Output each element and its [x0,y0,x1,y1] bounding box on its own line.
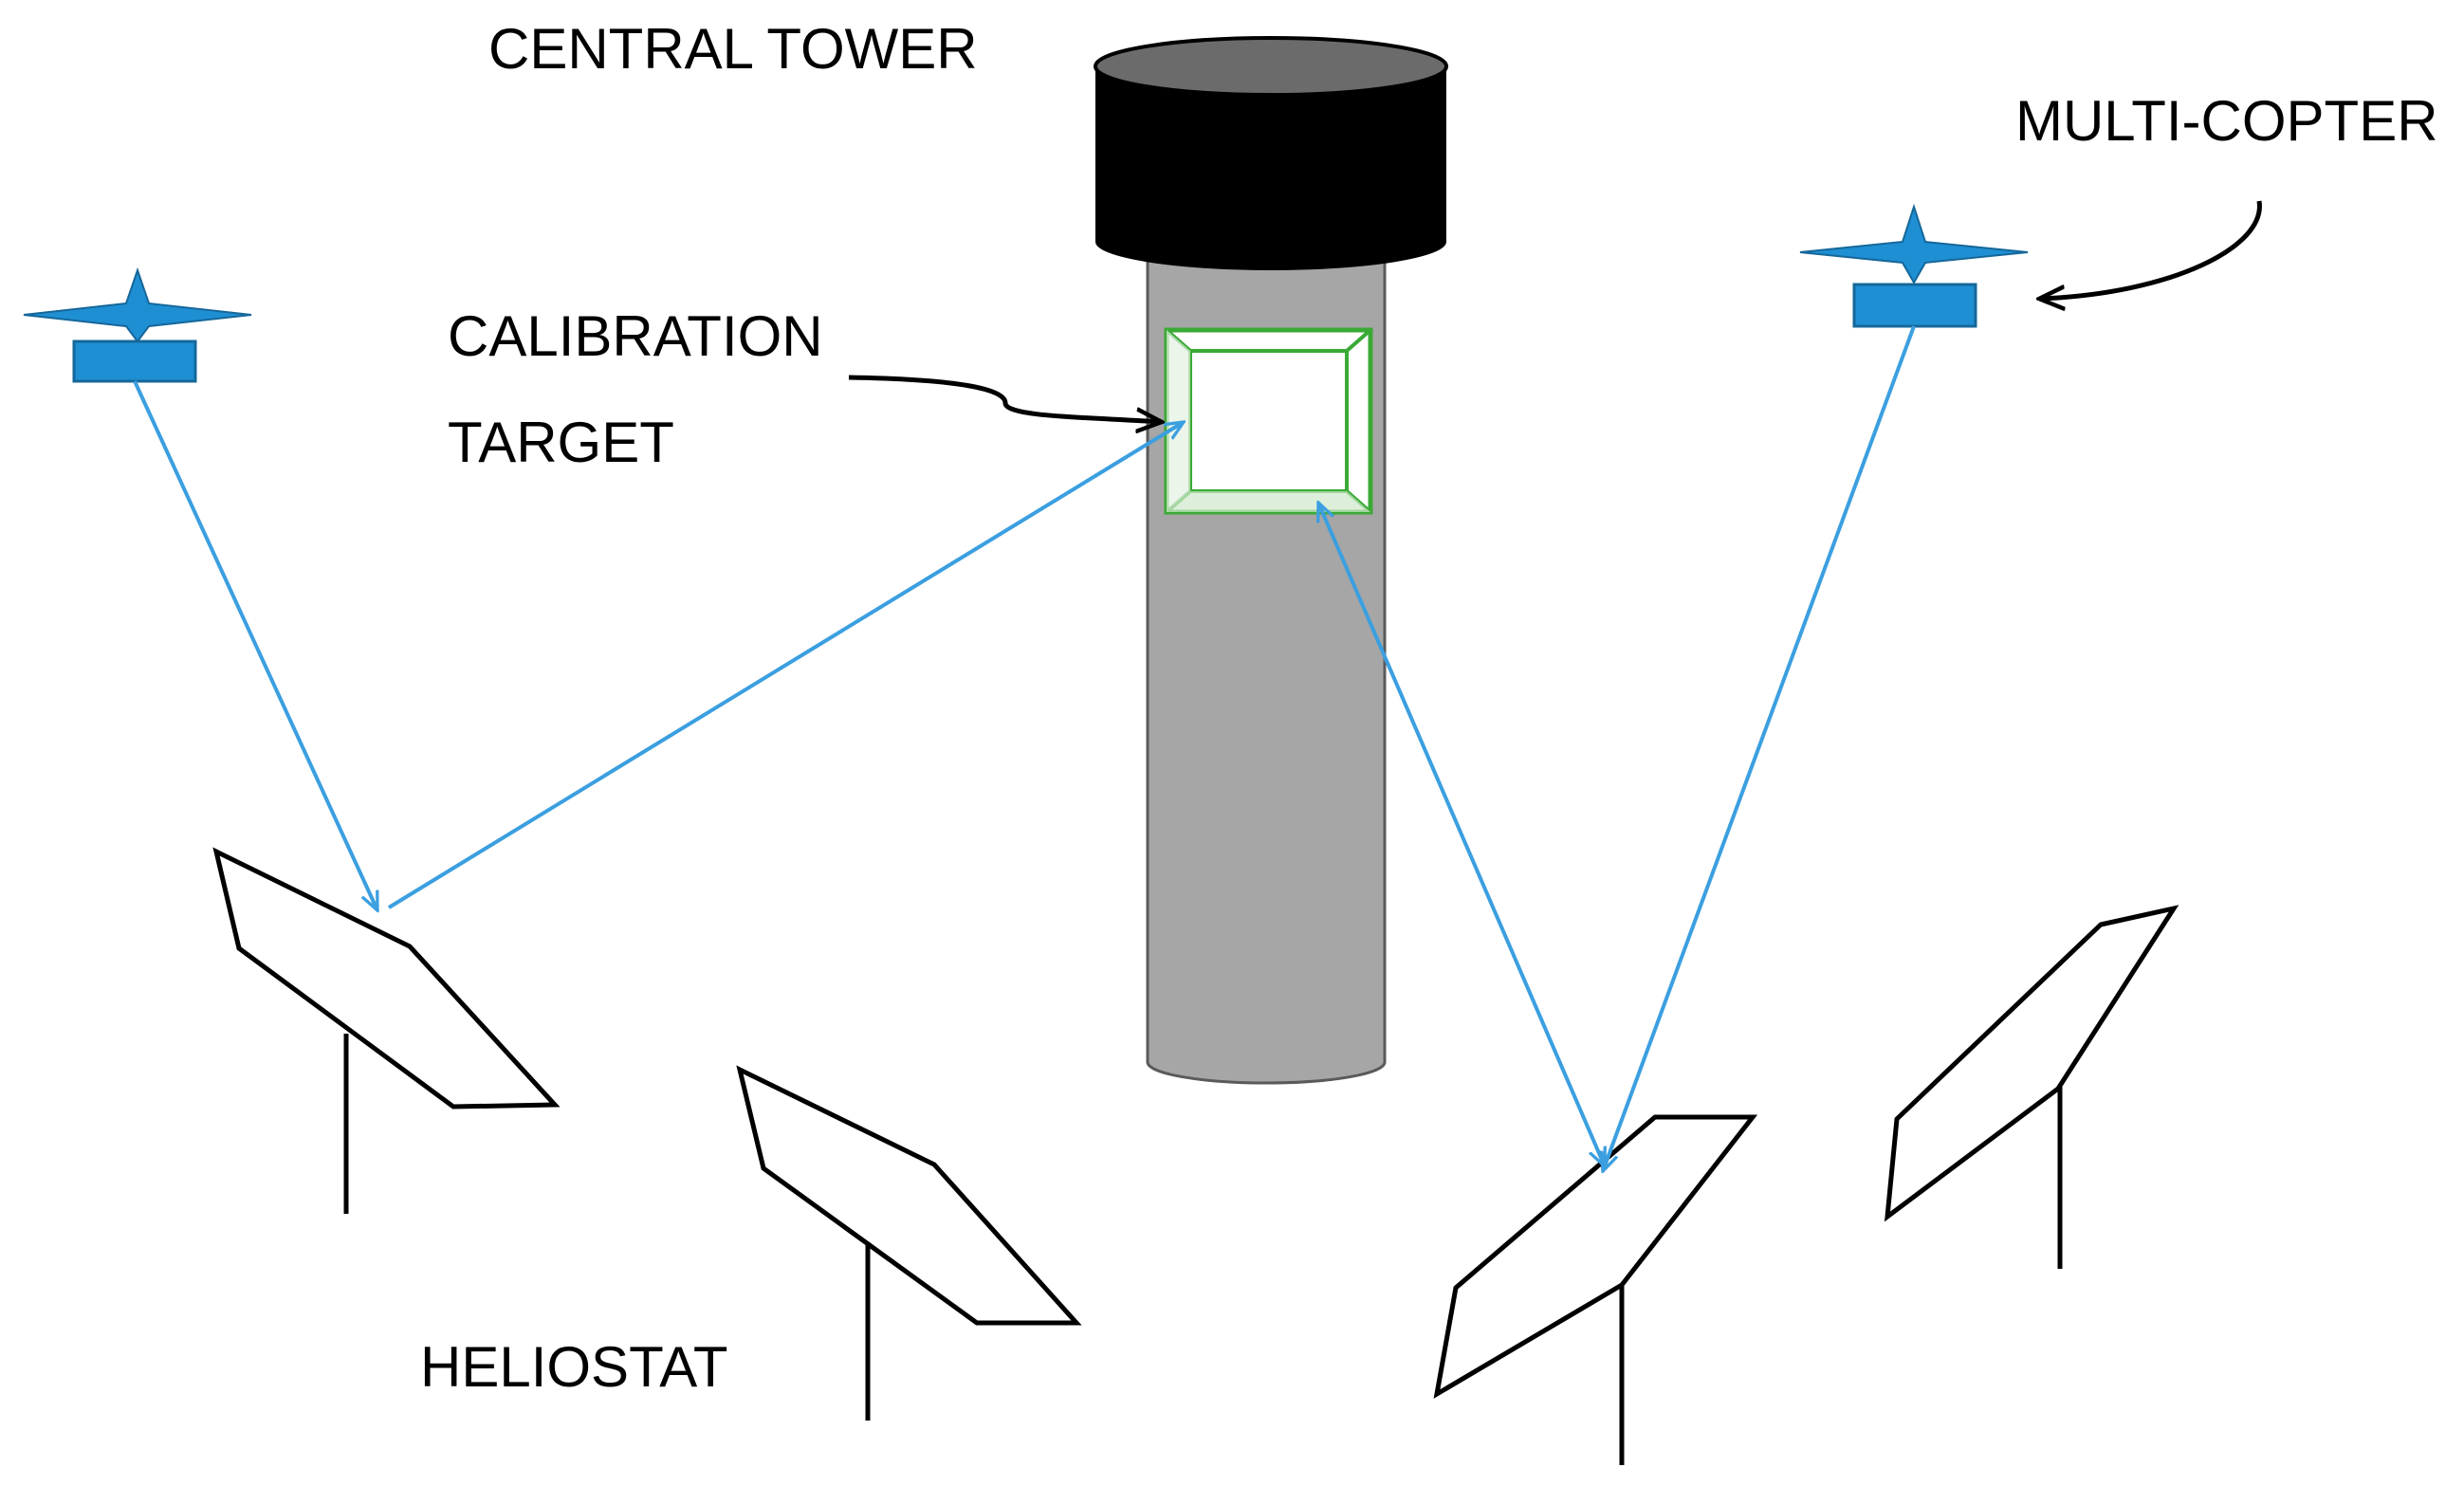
heliostat-label: HELIOSTAT [420,1335,728,1399]
beam-copter-left-to-heliostat [133,380,379,910]
multi-copter-right [1799,203,2029,328]
multi-copter-left [23,266,252,383]
central-tower-label: CENTRAL TOWER [488,17,978,81]
light-paths [133,325,1916,1171]
beam-heliostat-to-target [387,422,1184,909]
heliostat-1 [212,847,561,1214]
tower-cap [1095,66,1446,270]
multi-copter-callout-arrow [2039,200,2262,299]
calibration-target [1164,327,1373,515]
calibration-label-line1: CALIBRATION [448,304,823,368]
tower-cap-top [1094,36,1448,97]
calibration-callout-arrow [848,375,1162,422]
beam-copter-right-to-heliostat [1603,325,1916,1171]
heliostat-2 [736,1065,1082,1421]
central-tower [1094,36,1448,1085]
heliostat-4 [1884,905,2179,1269]
heliostat-3 [1433,1114,1758,1465]
beam-target-heliostat-bidirectional [1318,503,1605,1166]
multi-copter-label: MULTI-COPTER [2015,89,2438,153]
calibration-label-line2: TARGET [448,411,674,474]
